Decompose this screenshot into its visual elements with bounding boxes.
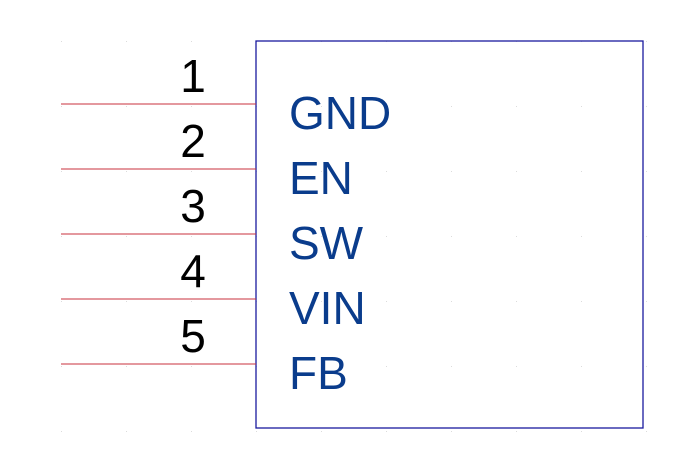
grid-dot — [581, 106, 582, 107]
pin-number-2: 2 — [180, 115, 206, 167]
grid-dot — [321, 366, 322, 367]
grid-dot — [126, 431, 127, 432]
grid-dot — [321, 301, 322, 302]
pin-names: GND EN SW VIN FB — [289, 87, 391, 399]
grid-dot — [516, 236, 517, 237]
pin-name-sw: SW — [289, 217, 364, 269]
grid-dot — [646, 431, 647, 432]
grid-dot — [646, 171, 647, 172]
grid-dot — [61, 171, 62, 172]
grid-dot — [61, 301, 62, 302]
grid-dot — [321, 171, 322, 172]
grid-dot — [61, 106, 62, 107]
grid-dot — [451, 431, 452, 432]
grid-dot — [191, 171, 192, 172]
grid-dot — [321, 236, 322, 237]
grid-dot — [191, 106, 192, 107]
grid-dot — [516, 301, 517, 302]
grid-dot — [61, 366, 62, 367]
grid-dot — [516, 106, 517, 107]
grid-dot — [61, 236, 62, 237]
grid-dot — [581, 431, 582, 432]
grid-dot — [451, 236, 452, 237]
grid-dot — [386, 366, 387, 367]
grid-dot — [191, 41, 192, 42]
grid-dot — [321, 431, 322, 432]
grid-dot — [191, 236, 192, 237]
pin-name-vin: VIN — [289, 282, 366, 334]
grid-dot — [646, 366, 647, 367]
pin-numbers: 1 2 3 4 5 — [180, 50, 206, 362]
pin-name-en: EN — [289, 152, 353, 204]
grid-dot — [451, 301, 452, 302]
grid-dot — [126, 366, 127, 367]
grid-dot — [191, 431, 192, 432]
grid-dot — [126, 236, 127, 237]
grid-dot — [451, 106, 452, 107]
grid-dot — [451, 171, 452, 172]
pin-lines — [61, 103, 256, 365]
grid-dot — [191, 301, 192, 302]
grid-dot — [126, 41, 127, 42]
grid-dot — [386, 171, 387, 172]
grid-dot — [646, 106, 647, 107]
grid-dot — [321, 106, 322, 107]
grid-dot — [386, 301, 387, 302]
grid-dot — [256, 431, 257, 432]
grid-dot — [581, 366, 582, 367]
grid-dot — [516, 366, 517, 367]
pin-name-gnd: GND — [289, 87, 391, 139]
pin-number-4: 4 — [180, 245, 206, 297]
grid-dot — [451, 366, 452, 367]
grid-dot — [126, 171, 127, 172]
grid-dot — [61, 431, 62, 432]
grid-dot — [126, 106, 127, 107]
grid-dot — [516, 431, 517, 432]
grid-dot — [386, 106, 387, 107]
grid-dot — [646, 236, 647, 237]
grid-dot — [646, 41, 647, 42]
grid-dot — [61, 41, 62, 42]
pin-number-5: 5 — [180, 310, 206, 362]
grid-dot — [581, 236, 582, 237]
grid-dot — [386, 431, 387, 432]
grid-dot — [581, 301, 582, 302]
pin-number-3: 3 — [180, 180, 206, 232]
grid-dot — [191, 366, 192, 367]
grid-dot — [646, 301, 647, 302]
pin-name-fb: FB — [289, 347, 348, 399]
pin-number-1: 1 — [180, 50, 206, 102]
grid-dot — [126, 301, 127, 302]
grid-dot — [516, 171, 517, 172]
grid-dot — [386, 236, 387, 237]
grid-dot — [581, 171, 582, 172]
